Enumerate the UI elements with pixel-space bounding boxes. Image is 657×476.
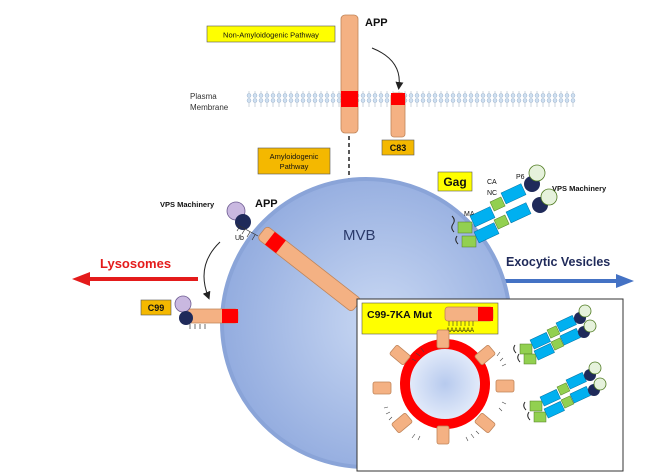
app-mvb-label: APP	[255, 198, 278, 210]
vps-right-label: VPS Machinery	[552, 184, 607, 193]
gag-box	[437, 171, 473, 192]
ub-label: Ub	[235, 235, 244, 242]
app-top-label: APP	[365, 17, 388, 29]
membrane-label: Membrane	[190, 103, 229, 112]
lysosomes-label: Lysosomes	[100, 256, 171, 271]
lysosomes-arrow	[72, 272, 198, 286]
amyloidogenic-label-2: Pathway	[280, 162, 309, 171]
vps-left-label: VPS Machinery	[160, 200, 215, 209]
c99-fragment	[174, 295, 239, 329]
intraluminal-vesicle	[372, 329, 515, 445]
nc-label: NC	[487, 190, 497, 197]
plasma-membrane	[246, 91, 576, 107]
amyloidogenic-label-1: Amyloidogenic	[270, 152, 319, 161]
amyloidogenic-box	[257, 147, 331, 175]
app-top	[340, 14, 359, 134]
non-amyloidogenic-label: Non-Amyloidogenic Pathway	[223, 31, 319, 40]
ma-label: MA	[464, 211, 475, 218]
c99-label: C99	[148, 303, 165, 313]
plasma-label: Plasma	[190, 92, 217, 101]
c99-box	[140, 299, 172, 316]
exocytic-arrow	[500, 274, 634, 288]
c99-mut-fragment	[444, 306, 494, 326]
inset-gag-1	[513, 304, 597, 365]
inset-gag-2	[523, 361, 607, 423]
c83-fragment	[390, 92, 406, 138]
gag-protein-1	[451, 164, 546, 234]
c83-box	[381, 139, 415, 156]
gag-protein-2	[455, 188, 558, 248]
mvb-label: MVB	[343, 227, 376, 244]
cleavage-arrow-c83	[371, 47, 404, 90]
c99-mut-label: C99-7KA Mut	[367, 309, 432, 321]
ub-comb	[235, 223, 259, 241]
gag-label: Gag	[443, 175, 466, 189]
c83-label: C83	[390, 143, 407, 153]
aaaaaaa-label: AAAAAAA	[446, 328, 474, 334]
non-amyloidogenic-box	[206, 25, 336, 43]
exocytic-label: Exocytic Vesicles	[506, 255, 610, 269]
p6-label: P6	[516, 174, 525, 181]
ca-label: CA	[487, 179, 497, 186]
cleavage-arrow-c99	[202, 241, 221, 300]
